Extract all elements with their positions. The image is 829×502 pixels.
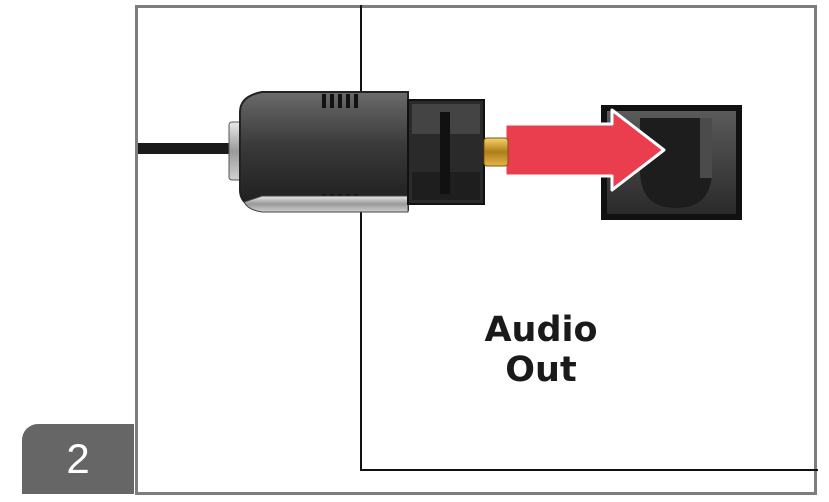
port-label-line-2: Out: [505, 350, 577, 390]
insert-arrow-icon: [503, 108, 666, 192]
cable: [138, 143, 238, 154]
port-label-line-1: Audio: [484, 310, 598, 350]
device-panel: [360, 5, 818, 471]
diagram-frame: [135, 5, 817, 495]
step-number-badge: 2: [22, 424, 134, 494]
optical-cable-plug-icon: [228, 91, 509, 213]
port-label: Audio Out: [456, 310, 626, 390]
